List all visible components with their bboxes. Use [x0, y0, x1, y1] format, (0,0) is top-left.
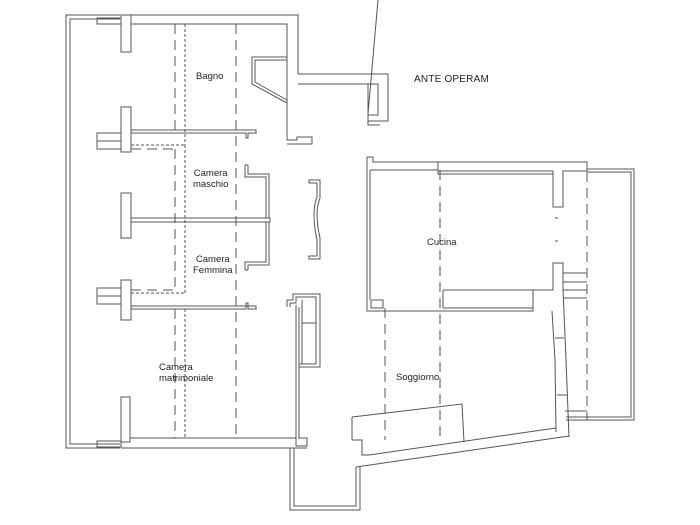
room-label-cucina-text: Cucina: [427, 237, 457, 248]
room-label-soggiorno: Soggiorno: [396, 372, 439, 383]
dashed-lines: [131, 24, 588, 440]
east-balcony: [563, 168, 635, 421]
south-entrance: [289, 448, 361, 511]
room-label-soggiorno-text: Soggiorno: [396, 372, 440, 383]
room-label-camera-matrimoniale-line2: matrimoniale: [159, 373, 214, 384]
room-label-camera-maschio-line2: maschio: [193, 179, 229, 190]
short-dashed-lines: [131, 24, 186, 438]
room-label-camera-femmina-line1: Camera: [195, 254, 230, 265]
room-label-camera-matrimoniale-line1: Camera: [159, 362, 193, 373]
left-partitions: [96, 106, 271, 443]
room-label-camera-matrimoniale: Camera matrimoniale: [159, 362, 213, 384]
room-label-cucina: Cucina: [427, 237, 457, 248]
wardrobe: [286, 293, 321, 368]
closet-walls: [244, 164, 270, 271]
kitchen-living-walls: [351, 156, 588, 468]
room-label-camera-femmina-line2: Femmina: [193, 265, 233, 276]
room-label-camera-femmina: Camera Femmina: [193, 254, 233, 276]
north-wall: [120, 0, 389, 145]
west-terrace-outline: [65, 14, 122, 449]
south-wall-bedroom: [121, 305, 308, 449]
room-label-bagno: Bagno: [196, 71, 223, 82]
drawing-title: ANTE OPERAM: [414, 74, 489, 85]
room-label-camera-maschio-line1: Camera: [193, 168, 228, 179]
room-label-camera-maschio: Camera maschio: [193, 168, 228, 190]
room-label-bagno-text: Bagno: [196, 71, 224, 82]
entrance-curve: [308, 179, 321, 260]
